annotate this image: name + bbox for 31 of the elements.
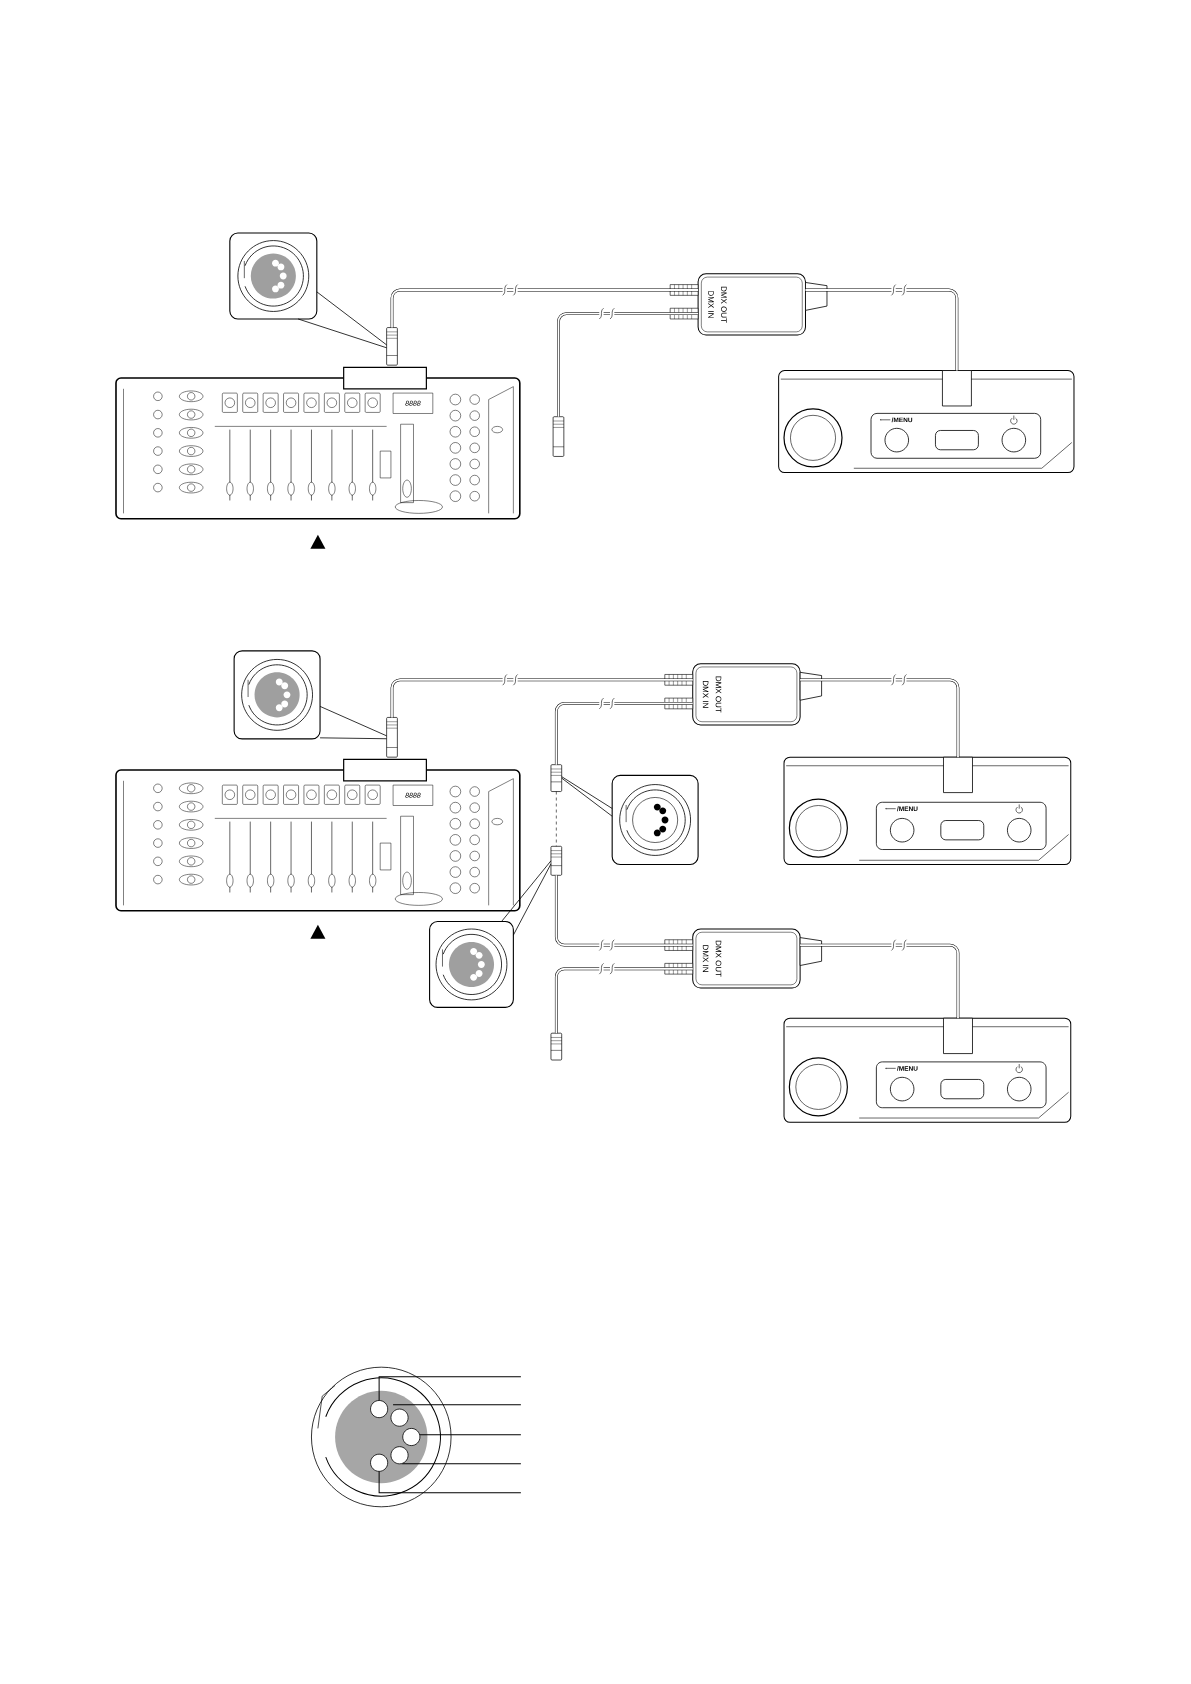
xlr-plug: [550, 1032, 563, 1061]
cable: [804, 288, 959, 372]
leader-line: [501, 860, 552, 922]
dmx-adapter: DMX IN DMX OUT: [664, 663, 822, 726]
leader-line: [319, 737, 387, 740]
dmx-adapter: DMX IN DMX OUT: [664, 928, 822, 989]
cable: [554, 874, 694, 947]
leader-line: [319, 706, 387, 737]
cable: [554, 702, 694, 766]
xlr-plug: [386, 717, 398, 758]
dashed-link: [556, 791, 557, 847]
leader-line: [297, 318, 387, 349]
cable: [390, 288, 699, 329]
leader-line: [316, 291, 387, 346]
cable: [554, 967, 694, 1035]
xlr-plug: [386, 327, 398, 366]
connector-callout: [233, 650, 321, 740]
dmx-adapter: DMX IN DMX OUT: [669, 273, 828, 336]
leader-line: [561, 776, 613, 809]
xlr-plug: [550, 764, 563, 792]
cable: [557, 312, 699, 418]
cable: [390, 678, 694, 719]
xlr-plug: [552, 416, 565, 457]
cable: [799, 943, 960, 1020]
connector-callout: [611, 774, 699, 866]
connector-callout: [229, 232, 318, 320]
xlr-plug: [550, 845, 563, 876]
leader-line: [512, 863, 552, 936]
cable: [799, 678, 960, 759]
connector-callout: [429, 920, 514, 1008]
leader-line: [561, 777, 613, 817]
